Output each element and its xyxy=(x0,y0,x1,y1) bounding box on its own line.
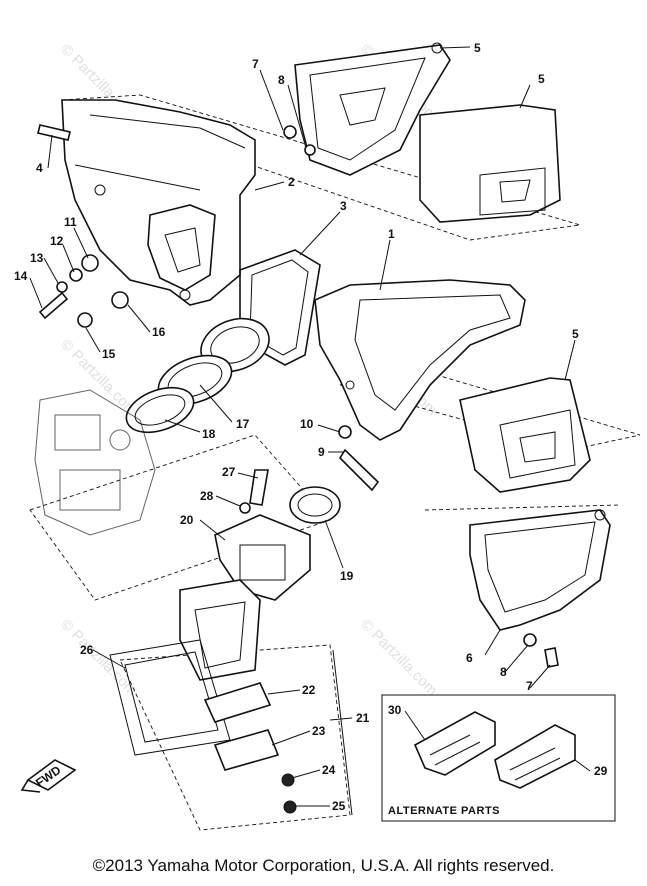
callout-11: 11 xyxy=(64,215,77,229)
callout-8a: 8 xyxy=(278,73,285,87)
alternate-parts-label: ALTERNATE PARTS xyxy=(388,805,500,817)
callout-17: 17 xyxy=(236,417,250,431)
callout-12: 12 xyxy=(50,234,64,248)
air-box-housing xyxy=(61,99,256,306)
callout-6b: 6 xyxy=(466,651,473,665)
reed-petals xyxy=(203,682,280,771)
filter-element-upper xyxy=(419,104,561,223)
alternate-parts-box xyxy=(381,694,616,822)
copyright-notice: ©2013 Yamaha Motor Corporation, U.S.A. A… xyxy=(92,856,555,875)
callout-8b: 8 xyxy=(500,665,507,679)
callout-15: 15 xyxy=(102,347,116,361)
callout-20: 20 xyxy=(180,513,194,527)
callout-24: 24 xyxy=(322,763,336,777)
callout-7b: 7 xyxy=(526,679,533,693)
callout-5a: 5 xyxy=(474,41,481,55)
lower-cover-plate xyxy=(469,509,611,631)
callout-19: 19 xyxy=(340,569,354,583)
callout-16: 16 xyxy=(152,325,166,339)
clamp-18 xyxy=(125,386,195,434)
filter-element-lower xyxy=(459,377,591,493)
callout-labels: 1 2 3 4 5 5 5 6 7 7 8 8 9 10 11 12 13 14… xyxy=(14,41,608,817)
top-cover-plate xyxy=(294,42,451,176)
callout-2: 2 xyxy=(288,175,295,189)
callout-4: 4 xyxy=(36,161,43,175)
leader-lines xyxy=(29,46,591,816)
watermark-5: © Partzilla.com xyxy=(57,616,140,699)
callout-13: 13 xyxy=(30,251,44,265)
hardware xyxy=(37,124,559,814)
callout-14: 14 xyxy=(14,269,28,283)
watermark-3: © Partzilla.com xyxy=(57,336,140,419)
callout-25: 25 xyxy=(332,799,346,813)
callout-18: 18 xyxy=(202,427,216,441)
callout-1: 1 xyxy=(388,227,395,241)
callout-28: 28 xyxy=(200,489,214,503)
callout-3: 3 xyxy=(340,199,347,213)
callout-22: 22 xyxy=(302,683,316,697)
callout-5b: 5 xyxy=(538,72,545,86)
watermark-6: © Partzilla.com xyxy=(357,616,440,699)
fwd-arrow-icon xyxy=(20,759,77,793)
callout-23: 23 xyxy=(312,724,326,738)
clamp-19 xyxy=(289,486,341,524)
callout-21: 21 xyxy=(356,711,370,725)
callout-9: 9 xyxy=(318,445,325,459)
callout-26: 26 xyxy=(80,643,94,657)
callout-27: 27 xyxy=(222,465,236,479)
intake-boot xyxy=(157,317,270,406)
callout-7a: 7 xyxy=(252,57,259,71)
callout-29: 29 xyxy=(594,764,608,778)
air-box-rear xyxy=(314,279,526,441)
carburetor xyxy=(34,389,156,536)
callout-10: 10 xyxy=(300,417,314,431)
callout-30: 30 xyxy=(388,703,402,717)
reed-valve-block xyxy=(179,579,261,681)
reed-manifold xyxy=(214,514,311,601)
callout-5c: 5 xyxy=(572,327,579,341)
